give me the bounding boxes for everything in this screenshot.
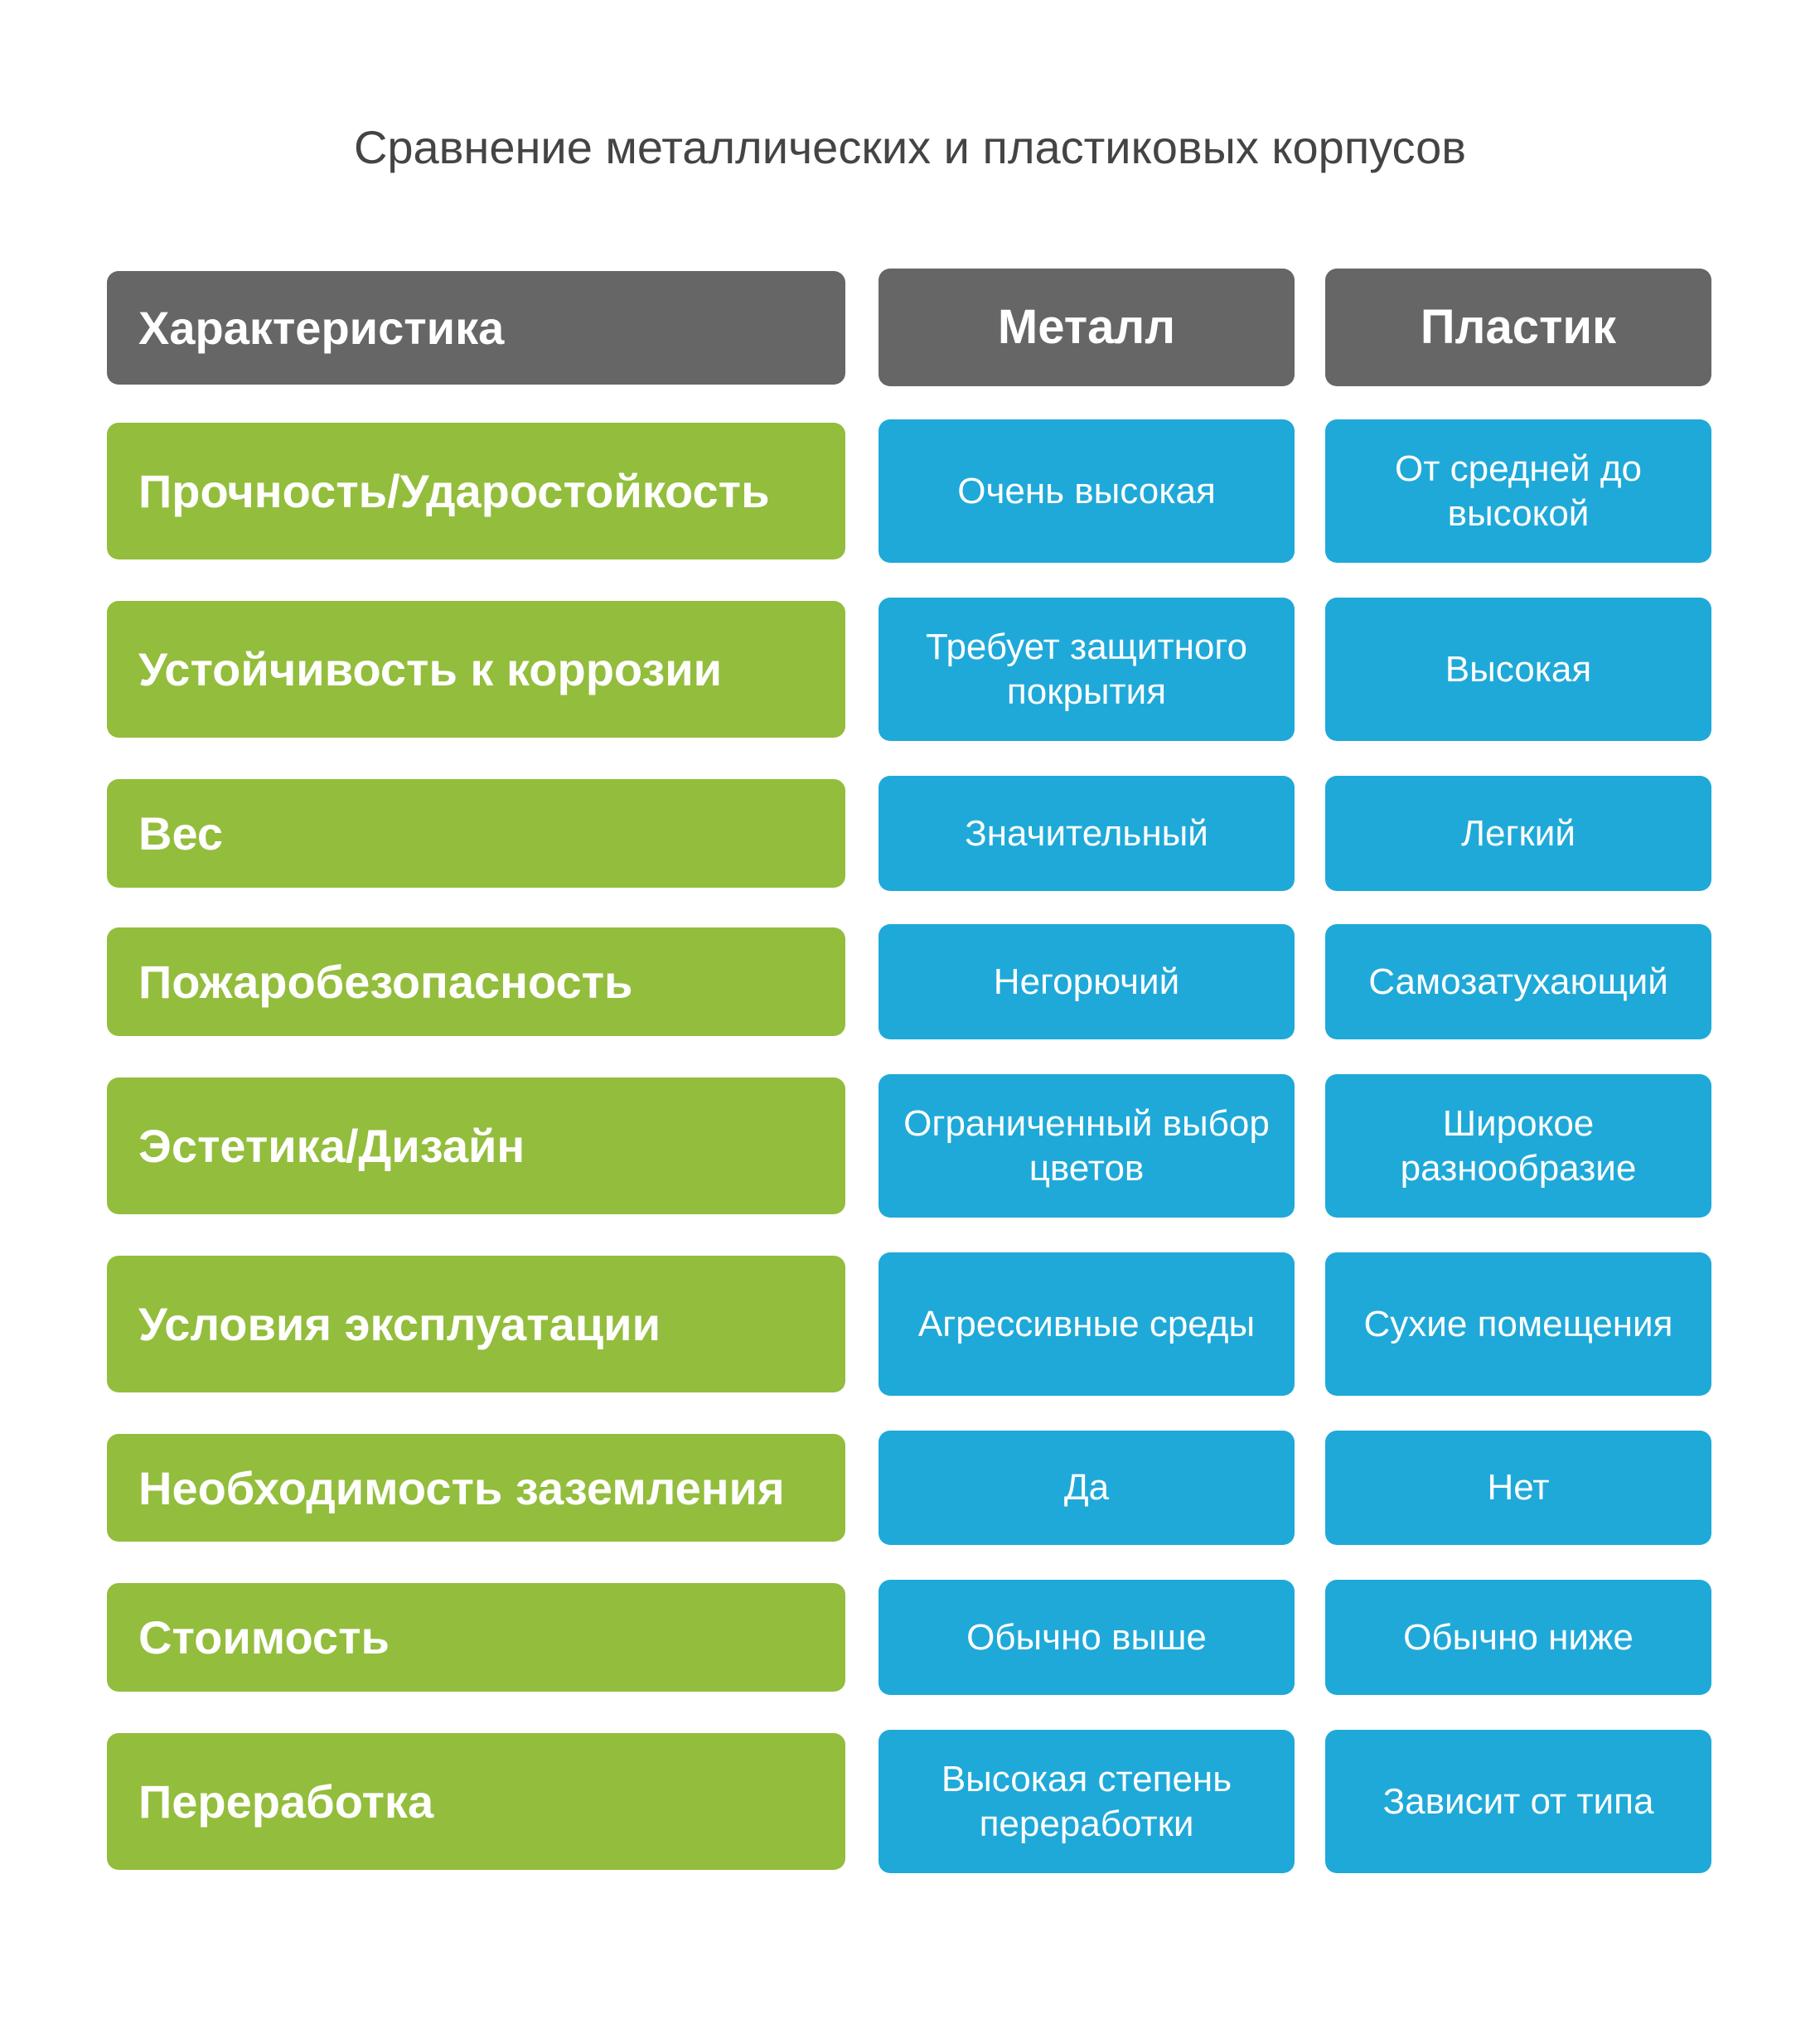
header-plastic: Пластик: [1325, 269, 1711, 386]
metal-cell: Обычно выше: [879, 1580, 1295, 1695]
feature-cell: Переработка: [107, 1733, 845, 1870]
metal-cell: Очень высокая: [879, 419, 1295, 563]
plastic-cell: Нет: [1325, 1431, 1711, 1545]
plastic-cell: Высокая: [1325, 598, 1711, 741]
feature-cell: Прочность/Ударостойкость: [107, 423, 845, 559]
plastic-cell: Сухие помещения: [1325, 1252, 1711, 1396]
feature-cell: Эстетика/Дизайн: [107, 1077, 845, 1214]
metal-cell: Ограниченный выбор цветов: [879, 1074, 1295, 1218]
feature-cell: Пожаробезопасность: [107, 927, 845, 1036]
page-title: Сравнение металлических и пластиковых ко…: [353, 121, 1467, 173]
feature-cell: Необходимость заземления: [107, 1434, 845, 1542]
feature-cell: Вес: [107, 779, 845, 888]
plastic-cell: От средней до высокой: [1325, 419, 1711, 563]
plastic-cell: Широкое разнообразие: [1325, 1074, 1711, 1218]
feature-cell: Условия эксплуатации: [107, 1256, 845, 1392]
header-feature: Характеристика: [107, 271, 845, 385]
plastic-cell: Самозатухающий: [1325, 924, 1711, 1039]
metal-cell: Агрессивные среды: [879, 1252, 1295, 1396]
plastic-cell: Зависит от типа: [1325, 1730, 1711, 1873]
feature-cell: Стоимость: [107, 1583, 845, 1692]
plastic-cell: Обычно ниже: [1325, 1580, 1711, 1695]
metal-cell: Высокая степень переработки: [879, 1730, 1295, 1873]
feature-cell: Устойчивость к коррозии: [107, 601, 845, 738]
metal-cell: Да: [879, 1431, 1295, 1545]
header-metal: Металл: [879, 269, 1295, 386]
metal-cell: Значительный: [879, 776, 1295, 891]
metal-cell: Негорючий: [879, 924, 1295, 1039]
metal-cell: Требует защитного покрытия: [879, 598, 1295, 741]
plastic-cell: Легкий: [1325, 776, 1711, 891]
